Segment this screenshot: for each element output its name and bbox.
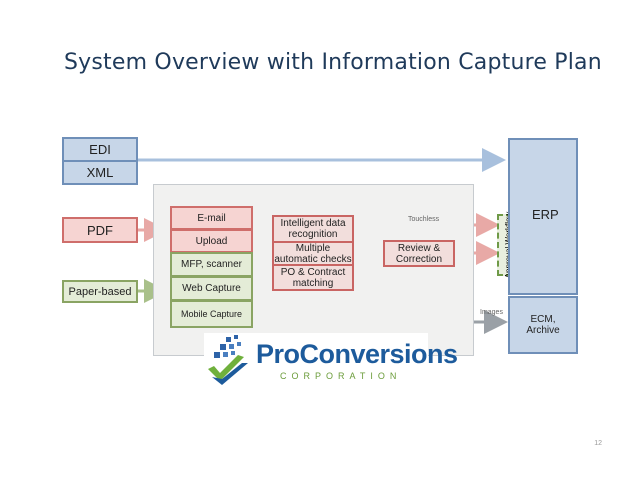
process-intelligent-recognition: Intelligent data recognition <box>272 215 354 243</box>
process-po-contract-matching: PO & Contract matching <box>272 264 354 291</box>
touchless-label: Touchless <box>408 216 440 223</box>
input-edi: EDI <box>62 137 138 162</box>
channel-mobile-capture: Mobile Capture <box>170 300 253 328</box>
slide-title: System Overview with Information Capture… <box>64 50 602 75</box>
erp-system: ERP <box>508 138 578 295</box>
input-pdf: PDF <box>62 217 138 243</box>
logo-wordmark: ProConversions <box>256 339 458 369</box>
ecm-archive: ECM, Archive <box>508 296 578 354</box>
images-label: Images <box>480 309 503 316</box>
input-xml: XML <box>62 160 138 185</box>
process-automatic-checks: Multiple automatic checks <box>272 241 354 266</box>
channel-mfp-scanner: MFP, scanner <box>170 252 253 277</box>
input-paper: Paper-based <box>62 280 138 303</box>
review-correction: Review & Correction <box>383 240 455 267</box>
channel-email: E-mail <box>170 206 253 230</box>
channel-upload: Upload <box>170 229 253 253</box>
channel-web-capture: Web Capture <box>170 276 253 301</box>
logo-corporation: CORPORATION <box>280 371 402 381</box>
page-number: 12 <box>594 440 602 447</box>
logo-mark-icon <box>208 335 248 385</box>
proconversions-logo: ProConversions CORPORATION <box>204 333 458 387</box>
